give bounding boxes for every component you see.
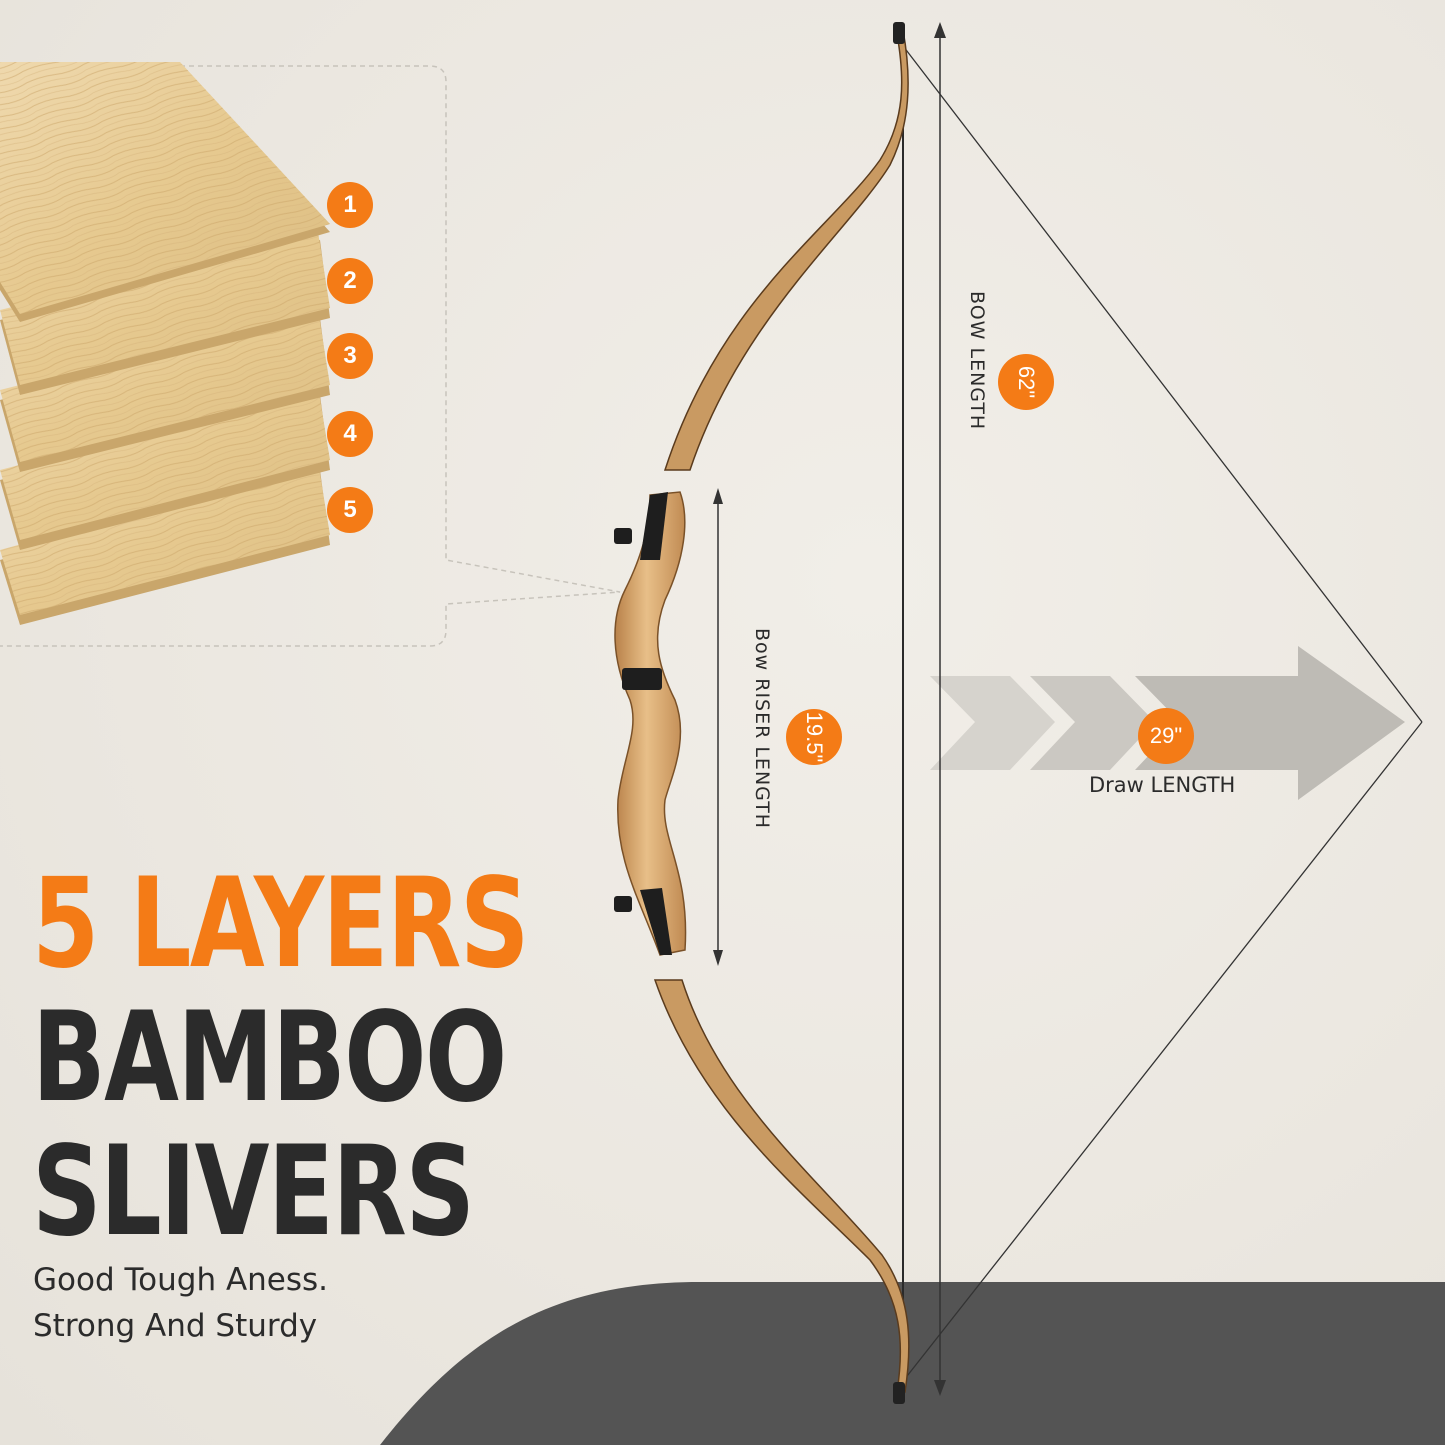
- layer-sheet-2: [0, 232, 330, 395]
- tagline-line-2: Strong And Sturdy: [33, 1308, 318, 1344]
- layer-sheet-5: [0, 462, 330, 625]
- draw-length-label: Draw LENGTH: [1089, 773, 1236, 797]
- layer-badge-2: 2: [327, 258, 373, 304]
- riser-length-label: Bow RISER LENGTH: [751, 628, 773, 830]
- bow-length-badge: 62": [998, 354, 1054, 410]
- bow-riser: [614, 491, 687, 956]
- layer-sheet-1: [0, 62, 330, 322]
- bow-length-label: BOW LENGTH: [966, 291, 988, 431]
- layer-badge-5: 5: [327, 487, 373, 533]
- upper-tip: [893, 22, 905, 44]
- limb-bolt-bottom: [614, 896, 632, 912]
- draw-line-bottom: [899, 721, 1423, 1386]
- lower-limb: [653, 979, 910, 1393]
- layer-badge-4: 4: [327, 411, 373, 457]
- headline-bamboo: BAMBOO: [32, 986, 507, 1130]
- lower-tip: [893, 1382, 905, 1404]
- limb-bolt-top: [614, 528, 632, 544]
- riser-limb-pocket-bottom: [640, 888, 672, 955]
- layer-sheet-4: [0, 387, 330, 550]
- riser-limb-pocket-top: [640, 492, 668, 560]
- arrow-rest: [622, 668, 662, 690]
- headline-slivers: SLIVERS: [32, 1120, 475, 1264]
- layer-sheet-3: [0, 310, 330, 472]
- layer-badge-3: 3: [327, 333, 373, 379]
- tagline-line-1: Good Tough Aness.: [33, 1262, 329, 1298]
- upper-limb: [663, 28, 909, 471]
- draw-line-top: [899, 41, 1423, 723]
- draw-length-badge: 29": [1138, 708, 1194, 764]
- layer-badge-1: 1: [327, 182, 373, 228]
- riser-length-badge: 19.5": [786, 709, 842, 765]
- headline-layers: 5 LAYERS: [32, 852, 530, 996]
